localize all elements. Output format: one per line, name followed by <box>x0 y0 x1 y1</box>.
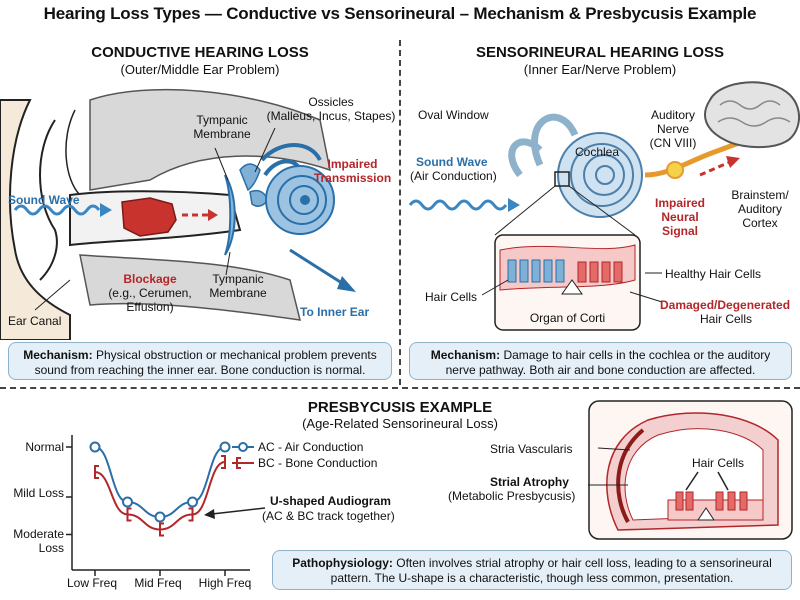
conductive-subtitle: (Outer/Middle Ear Problem) <box>120 62 280 77</box>
blockage-label: Blockage <box>123 272 177 286</box>
u-shaped-arrow <box>204 507 266 519</box>
sensorineural-subtitle: (Inner Ear/Nerve Problem) <box>523 62 677 77</box>
mechanism-text: Physical obstruction or mechanical probl… <box>34 348 377 377</box>
oval-window-label: Oval Window <box>418 108 489 122</box>
hair-cells-label: Hair Cells <box>425 290 478 304</box>
page-title: Hearing Loss Types — Conductive vs Senso… <box>43 4 757 23</box>
ossicles-label: Ossicles (Malleus, Incus, Stapes) <box>266 95 396 123</box>
presbycusis-title: PRESBYCUSIS EXAMPLE <box>307 399 493 416</box>
legend-bc-marker <box>232 457 254 469</box>
sensorineural-illustration <box>408 81 800 331</box>
stria-vascularis-label: Stria Vascularis <box>490 442 573 456</box>
ac-point <box>122 496 133 508</box>
x-tick-low: Low Freq <box>66 576 118 590</box>
air-conduction-label: (Air Conduction) <box>410 169 497 183</box>
conductive-title: CONDUCTIVE HEARING LOSS <box>91 44 309 61</box>
ac-point <box>154 511 166 523</box>
organ-of-corti-label: Organ of Corti <box>529 311 606 325</box>
brainstem-label: Brainstem/ Auditory Cortex <box>731 188 789 230</box>
legend-ac-label: AC - Air Conduction <box>258 440 364 454</box>
hair-cells-presby-label: Hair Cells <box>692 456 745 470</box>
pathophysiology-box: Pathophysiology: Often involves strial a… <box>272 550 792 590</box>
presbycusis-subtitle: (Age-Related Sensorineural Loss) <box>302 416 498 431</box>
cochlea-label: Cochlea <box>575 145 620 159</box>
mechanism-label: Mechanism: <box>23 348 93 362</box>
impaired-neural-signal-label: Impaired Neural Signal <box>654 196 705 238</box>
impaired-transmission-label: Impaired Transmission <box>313 157 392 185</box>
pathophysiology-text: Often involves strial atrophy or hair ce… <box>330 556 772 585</box>
sensorineural-title: SENSORINEURAL HEARING LOSS <box>475 44 725 61</box>
u-shaped-label: U-shaped Audiogram <box>270 494 391 508</box>
healthy-hair-cells-label: Healthy Hair Cells <box>665 267 762 281</box>
strial-atrophy-illustration <box>588 400 793 540</box>
sound-wave-label-2: Sound Wave <box>416 155 488 169</box>
legend-bc-label: BC - Bone Conduction <box>258 456 378 470</box>
auditory-nerve-label: Auditory Nerve (CN VIII) <box>649 108 697 150</box>
bc-point <box>159 522 164 537</box>
ac-point <box>187 496 198 508</box>
bc-point <box>221 455 226 469</box>
mechanism-label-2: Mechanism: <box>430 348 501 362</box>
legend-ac: AC - Air Conduction <box>232 440 377 454</box>
sound-wave-label: Sound Wave <box>8 193 80 207</box>
ac-point <box>219 441 231 453</box>
horizontal-divider <box>0 387 800 389</box>
strial-atrophy-label: Strial Atrophy <box>490 475 569 489</box>
pathophysiology-label: Pathophysiology: <box>292 556 393 570</box>
tympanic-membrane-top-label: Tympanic Membrane <box>193 113 251 141</box>
tympanic-membrane-bottom-label: Tympanic Membrane <box>209 272 267 300</box>
blockage-sublabel: (e.g., Cerumen, Effusion) <box>108 286 192 314</box>
bc-point <box>188 507 194 522</box>
mechanism-text-2: Damage to hair cells in the cochlea or t… <box>445 348 771 377</box>
vertical-divider <box>399 40 401 385</box>
damaged-hair-cells-sublabel: Hair Cells <box>700 312 753 326</box>
bc-point <box>94 465 99 479</box>
y-tick-mild: Mild Loss <box>13 486 64 500</box>
ac-point <box>89 441 101 453</box>
chart-legend: AC - Air Conduction BC - Bone Conduction <box>232 440 377 470</box>
y-tick-normal: Normal <box>25 440 64 454</box>
damaged-hair-cells-label: Damaged/Degenerated <box>660 298 791 312</box>
audiogram-chart <box>66 435 250 576</box>
x-tick-high: High Freq <box>198 576 252 590</box>
y-tick-moderate: Moderate Loss <box>13 527 64 555</box>
sensorineural-mechanism-box: Mechanism: Damage to hair cells in the c… <box>409 342 792 380</box>
bc-point <box>126 507 132 522</box>
legend-ac-marker <box>232 442 254 452</box>
u-shaped-sublabel: (AC & BC track together) <box>262 509 395 523</box>
to-inner-ear-label: To Inner Ear <box>300 305 370 319</box>
conductive-mechanism-box: Mechanism: Physical obstruction or mecha… <box>8 342 392 380</box>
legend-bc: BC - Bone Conduction <box>232 456 377 470</box>
metabolic-presbycusis-label: (Metabolic Presbycusis) <box>448 489 576 503</box>
ear-canal-label: Ear Canal <box>8 314 62 328</box>
conductive-ear-illustration <box>0 88 356 340</box>
x-tick-mid: Mid Freq <box>134 576 182 590</box>
